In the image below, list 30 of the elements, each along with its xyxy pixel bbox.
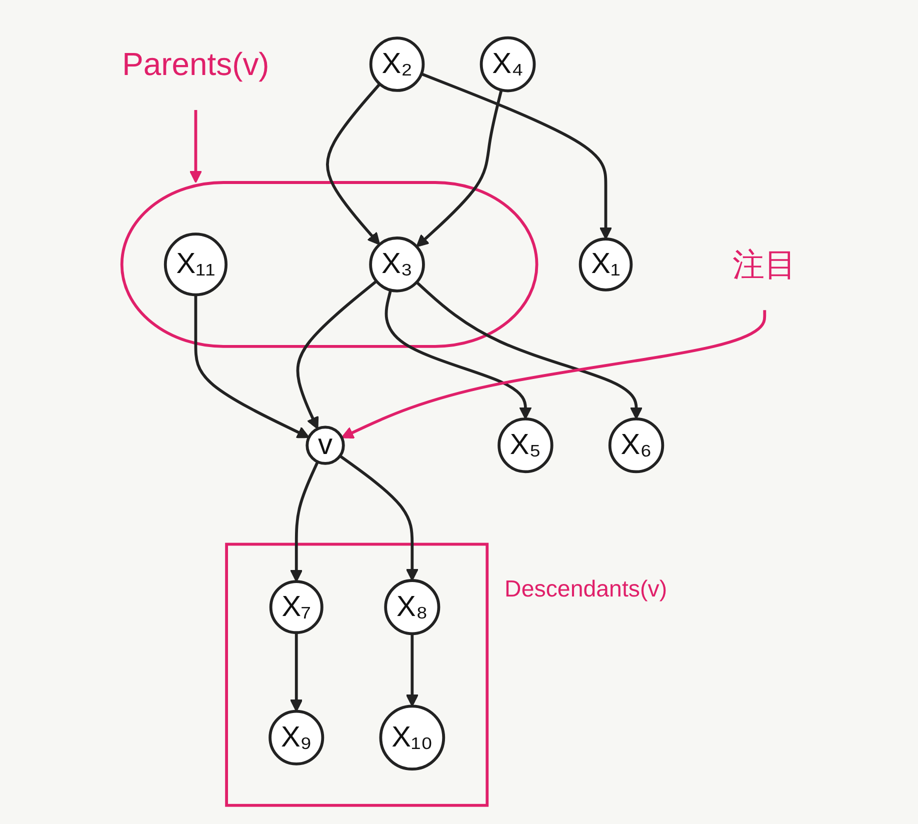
arrow xyxy=(338,454,418,582)
node-circle: X₉ xyxy=(268,710,324,766)
node-circle: X₄ xyxy=(480,36,536,92)
arrow xyxy=(290,632,302,712)
node-text: Parents(v) xyxy=(122,46,269,82)
arrow xyxy=(405,634,418,707)
node-circle: X₁ xyxy=(578,238,632,292)
arrow xyxy=(189,110,202,184)
node-text: 注目 xyxy=(732,246,796,283)
cluster xyxy=(224,542,488,807)
arrow xyxy=(384,290,532,420)
node-circle: X₇ xyxy=(269,580,324,634)
arrow xyxy=(415,281,642,420)
node-circle: X₆ xyxy=(608,417,664,474)
arrow xyxy=(194,294,310,438)
arrow xyxy=(420,72,612,240)
arrow xyxy=(340,310,766,439)
arrow xyxy=(296,280,378,430)
node-circle: X₈ xyxy=(384,579,440,636)
node-label: Descendants(v) xyxy=(504,578,667,602)
arrow xyxy=(326,83,381,246)
node-circle: X₂ xyxy=(369,36,424,92)
node-circle: X₁₁ xyxy=(164,232,228,296)
node-circle: X₁₀ xyxy=(378,704,445,771)
node-circle: X₃ xyxy=(368,236,425,292)
arrow xyxy=(416,90,502,248)
arrow xyxy=(290,461,319,582)
node-circle: X₅ xyxy=(497,417,553,474)
node-circle: v xyxy=(305,426,344,465)
cluster xyxy=(120,181,538,348)
